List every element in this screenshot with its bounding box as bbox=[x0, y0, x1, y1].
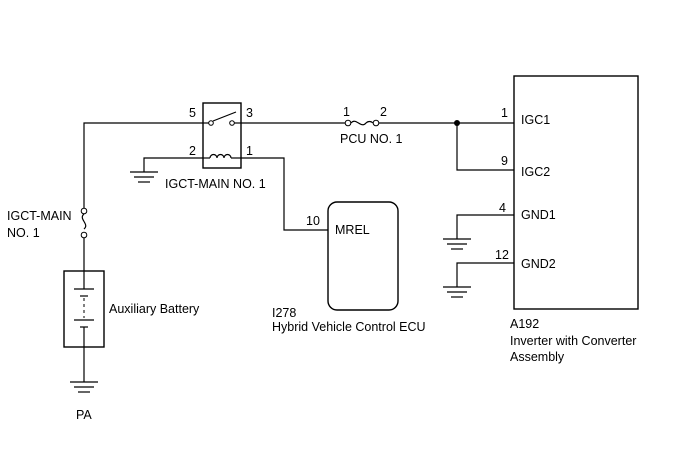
wire-gnd1-to-ground bbox=[456, 214, 514, 239]
relay-pin-2: 2 bbox=[189, 144, 196, 158]
inverter-pin-9: 9 bbox=[501, 154, 508, 168]
pcu-fuse-label: PCU NO. 1 bbox=[340, 132, 403, 146]
wire-gnd2-to-ground bbox=[456, 262, 514, 287]
ground-gnd1-icon bbox=[443, 238, 471, 250]
igct-fuse-label-line2: NO. 1 bbox=[7, 226, 40, 240]
inverter-pin-12: 12 bbox=[495, 248, 509, 262]
ecu-pin-10: 10 bbox=[306, 214, 320, 228]
igct-main-fuse bbox=[80, 207, 88, 239]
inverter-id: A192 bbox=[510, 317, 539, 331]
ecu-name: Hybrid Vehicle Control ECU bbox=[272, 320, 426, 334]
relay-pin-1: 1 bbox=[246, 144, 253, 158]
igct-main-relay bbox=[202, 102, 242, 169]
ecu-terminal-mrel: MREL bbox=[335, 223, 370, 237]
relay-label: IGCT-MAIN NO. 1 bbox=[165, 177, 266, 191]
ground-gnd2-icon bbox=[443, 286, 471, 298]
wire-relay5-to-igct-fuse bbox=[83, 122, 203, 208]
inverter-box bbox=[513, 75, 639, 310]
ground-pa-label: PA bbox=[76, 408, 92, 422]
inverter-terminal-igc1: IGC1 bbox=[521, 113, 550, 127]
pcu-fuse bbox=[344, 119, 380, 127]
pcu-fuse-pin-2: 2 bbox=[380, 105, 387, 119]
hybrid-ecu-box bbox=[327, 201, 399, 311]
wire-pcu-fuse-to-inverter bbox=[379, 120, 514, 171]
ground-relay-icon bbox=[130, 171, 158, 183]
wire-relay2-to-ground bbox=[143, 157, 203, 172]
battery-label: Auxiliary Battery bbox=[109, 302, 200, 316]
inverter-terminal-gnd2: GND2 bbox=[521, 257, 556, 271]
igct-fuse-label-line1: IGCT-MAIN bbox=[7, 209, 72, 223]
inverter-name-line2: Assembly bbox=[510, 350, 565, 364]
inverter-terminal-gnd1: GND1 bbox=[521, 208, 556, 222]
ground-pa-icon bbox=[70, 381, 98, 393]
inverter-pin-1: 1 bbox=[501, 106, 508, 120]
inverter-terminal-igc2: IGC2 bbox=[521, 165, 550, 179]
pcu-fuse-pin-1: 1 bbox=[343, 105, 350, 119]
wire-relay1-to-ecu bbox=[241, 157, 328, 231]
ecu-id: I278 bbox=[272, 306, 296, 320]
inverter-name-line1: Inverter with Converter bbox=[510, 334, 636, 348]
relay-pin-5: 5 bbox=[189, 106, 196, 120]
relay-pin-3: 3 bbox=[246, 106, 253, 120]
auxiliary-battery bbox=[63, 270, 105, 348]
inverter-pin-4: 4 bbox=[499, 201, 506, 215]
